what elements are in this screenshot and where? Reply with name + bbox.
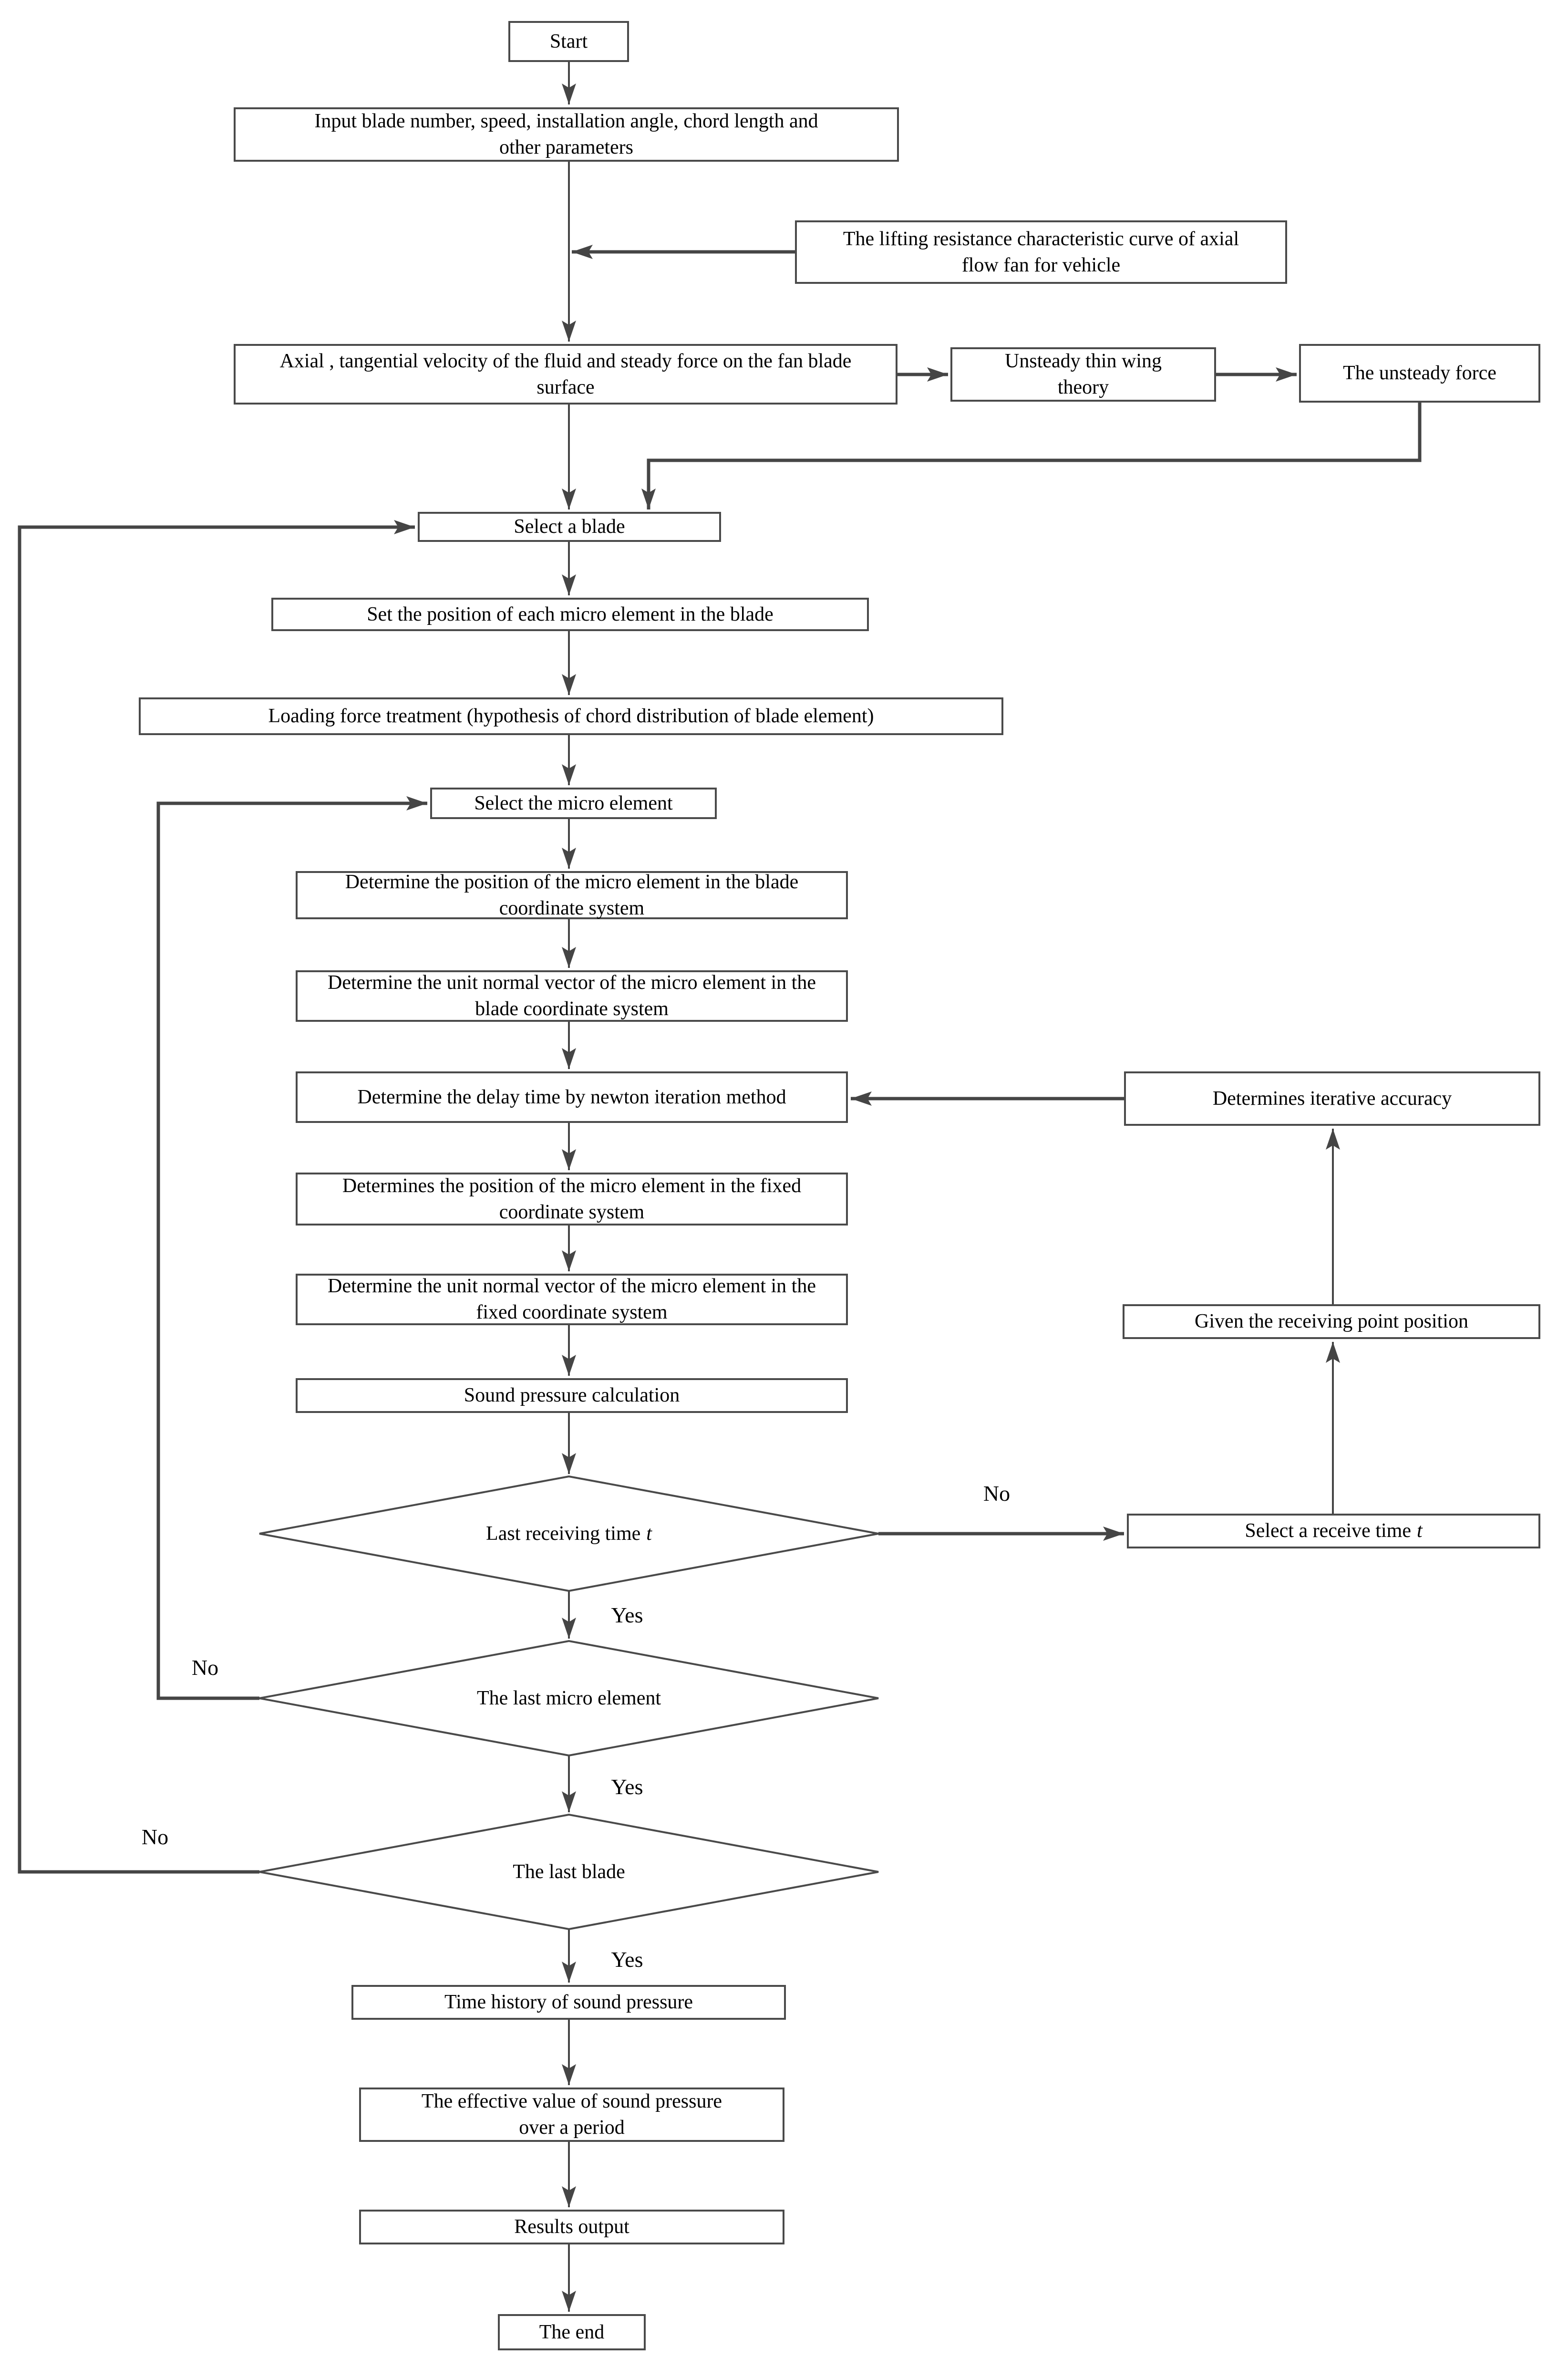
node-start: Start	[508, 21, 629, 62]
receiving-yes-text: Yes	[611, 1602, 643, 1627]
edge-label-receiving-no: No	[954, 1472, 1040, 1515]
node-unsteady-force: The unsteady force	[1299, 344, 1540, 403]
node-results-output-label: Results output	[514, 2216, 629, 2238]
micro-yes-text: Yes	[611, 1774, 643, 1799]
node-given-receiving-point-label: Given the receiving point position	[1195, 1310, 1468, 1333]
node-sound-pressure-label: Sound pressure calculation	[464, 1384, 680, 1407]
node-lifting-curve-label: The lifting resistance characteristic cu…	[843, 228, 1239, 276]
node-det-delay: Determine the delay time by newton itera…	[296, 1071, 848, 1123]
node-given-receiving-point: Given the receiving point position	[1123, 1304, 1540, 1339]
node-loading-force-label: Loading force treatment (hypothesis of c…	[268, 705, 874, 727]
node-det-pos-blade-label: Determine the position of the micro elem…	[345, 871, 799, 919]
receiving-no-text: No	[983, 1481, 1011, 1506]
node-last-blade: The last blade	[296, 1834, 842, 1910]
node-select-micro: Select the micro element	[430, 788, 717, 819]
node-loading-force: Loading force treatment (hypothesis of c…	[139, 697, 1003, 735]
node-time-history: Time history of sound pressure	[351, 1985, 786, 2020]
node-lifting-curve: The lifting resistance characteristic cu…	[795, 220, 1287, 284]
node-unsteady-theory-label: Unsteady thin wing theory	[1005, 350, 1162, 398]
node-sound-pressure: Sound pressure calculation	[296, 1378, 848, 1413]
micro-no-text: No	[191, 1655, 219, 1680]
edge-blade-no-loop-to-select-blade	[18, 520, 415, 1874]
edge-label-blade-no: No	[112, 1815, 198, 1858]
node-axial-velocity-label: Axial , tangential velocity of the fluid…	[279, 350, 852, 398]
node-unsteady-theory: Unsteady thin wing theory	[950, 347, 1216, 402]
node-last-receiving-time-label: Last receiving time	[486, 1522, 641, 1545]
edge-micro-no-loop-to-select-micro	[156, 796, 427, 1700]
node-det-norm-blade: Determine the unit normal vector of the …	[296, 970, 848, 1022]
blade-yes-text: Yes	[611, 1947, 643, 1972]
edge-label-micro-yes: Yes	[584, 1765, 670, 1808]
node-input-params-label: Input blade number, speed, installation …	[314, 110, 818, 158]
node-det-pos-fixed: Determines the position of the micro ele…	[296, 1173, 848, 1226]
diamond-last-micro-element	[259, 1640, 879, 1757]
node-det-iter-accuracy-label: Determines iterative accuracy	[1212, 1087, 1452, 1110]
node-det-norm-fixed: Determine the unit normal vector of the …	[296, 1274, 848, 1325]
node-effective-value: The effective value of sound pressure ov…	[359, 2088, 784, 2142]
edge-label-micro-no: No	[162, 1646, 248, 1689]
edge-label-receiving-yes: Yes	[584, 1593, 670, 1636]
node-last-receiving-time-variable: t	[646, 1522, 652, 1545]
node-time-history-label: Time history of sound pressure	[444, 1991, 693, 2014]
node-start-label: Start	[549, 30, 588, 52]
node-last-blade-label: The last blade	[513, 1860, 625, 1883]
node-last-micro-element: The last micro element	[296, 1660, 842, 1736]
node-det-pos-blade: Determine the position of the micro elem…	[296, 871, 848, 919]
node-select-receive-time-variable: t	[1416, 1520, 1423, 1542]
node-unsteady-force-label: The unsteady force	[1343, 362, 1496, 384]
edge-label-blade-yes: Yes	[584, 1938, 670, 1981]
node-last-micro-element-label: The last micro element	[476, 1687, 661, 1709]
node-set-position-label: Set the position of each micro element i…	[367, 603, 774, 625]
node-input-params: Input blade number, speed, installation …	[234, 107, 899, 162]
node-results-output: Results output	[359, 2210, 784, 2244]
node-the-end-label: The end	[539, 2321, 605, 2343]
blade-no-text: No	[141, 1824, 169, 1849]
node-select-blade: Select a blade	[418, 512, 721, 542]
node-det-delay-label: Determine the delay time by newton itera…	[357, 1086, 786, 1108]
node-select-blade-label: Select a blade	[514, 516, 625, 538]
diamond-last-receiving-time	[259, 1475, 879, 1592]
node-det-norm-fixed-label: Determine the unit normal vector of the …	[328, 1275, 816, 1323]
node-select-micro-label: Select the micro element	[474, 792, 673, 814]
node-det-pos-fixed-label: Determines the position of the micro ele…	[342, 1174, 802, 1223]
node-det-norm-blade-label: Determine the unit normal vector of the …	[328, 972, 816, 1020]
node-the-end: The end	[498, 2314, 646, 2350]
edge-force-to-select-blade	[641, 403, 1422, 509]
node-effective-value-label: The effective value of sound pressure ov…	[421, 2090, 722, 2139]
diamond-last-blade	[259, 1813, 879, 1931]
node-axial-velocity: Axial , tangential velocity of the fluid…	[234, 344, 897, 405]
node-set-position: Set the position of each micro element i…	[271, 598, 869, 631]
node-select-receive-time-label: Select a receive time	[1245, 1520, 1411, 1542]
node-det-iter-accuracy: Determines iterative accuracy	[1124, 1071, 1540, 1126]
